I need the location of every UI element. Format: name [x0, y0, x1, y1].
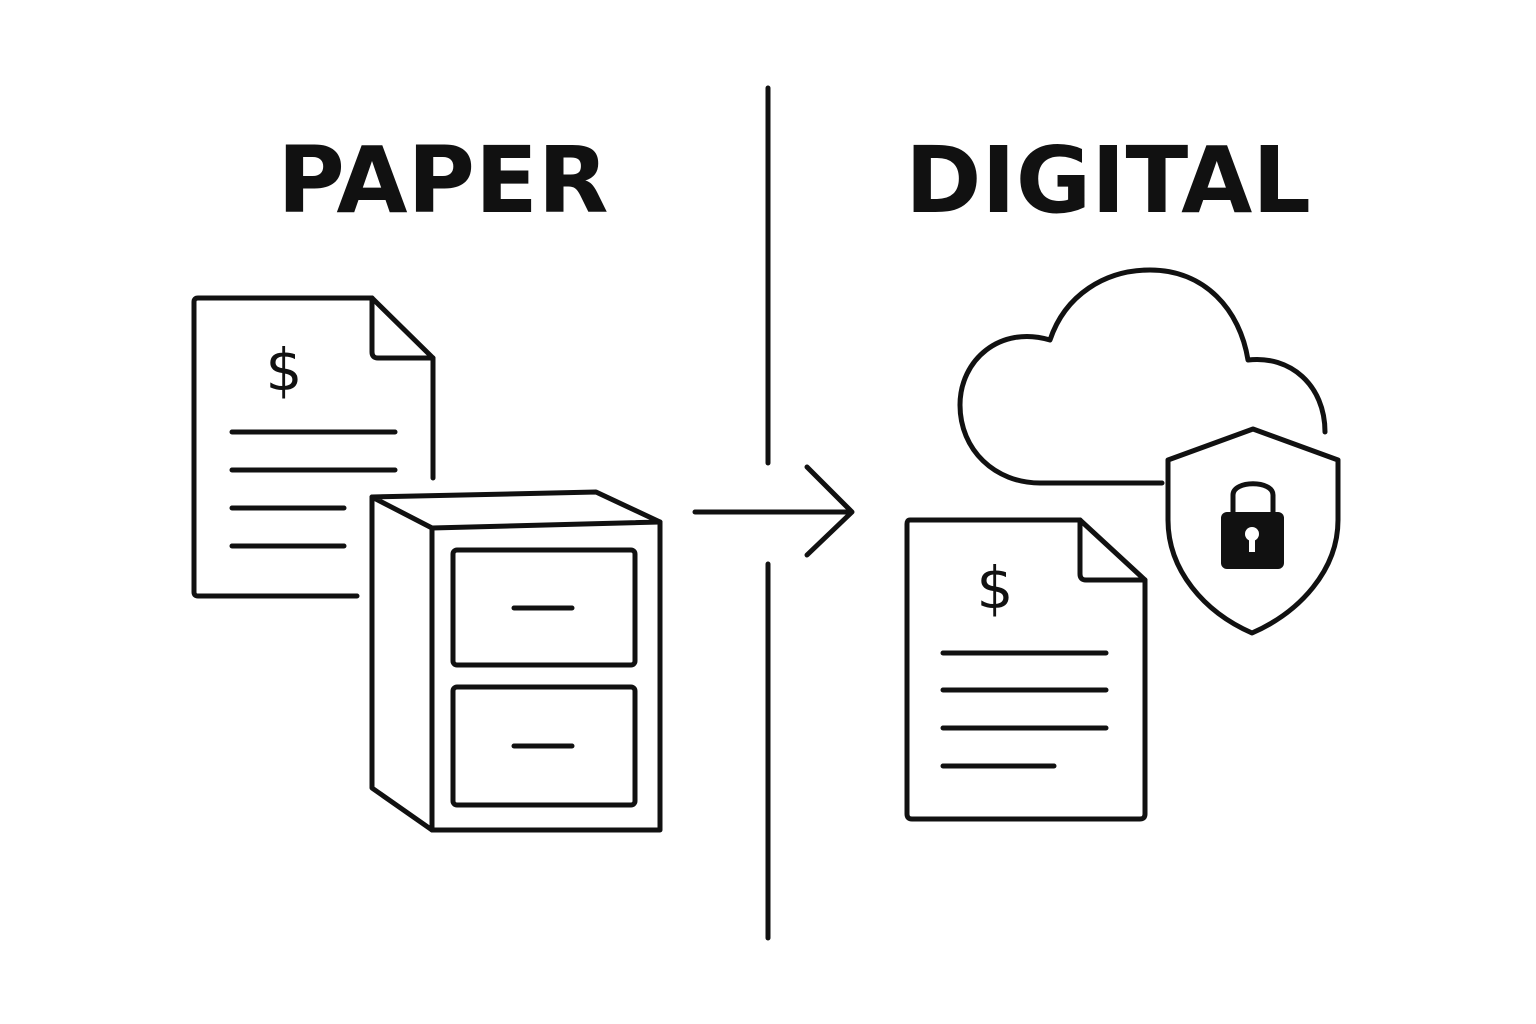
cloud-icon — [957, 267, 1328, 486]
shield-lock-icon — [1165, 426, 1341, 636]
filing-cabinet-icon — [369, 489, 663, 833]
digital-document-icon: $ — [904, 517, 1148, 822]
arrow-right-icon — [692, 464, 855, 558]
paper-document-icon: $ — [191, 295, 436, 599]
dollar-icon: $ — [977, 554, 1014, 622]
paper-title: PAPER — [277, 127, 608, 234]
dollar-icon: $ — [266, 336, 303, 404]
digital-title: DIGITAL — [905, 127, 1311, 234]
